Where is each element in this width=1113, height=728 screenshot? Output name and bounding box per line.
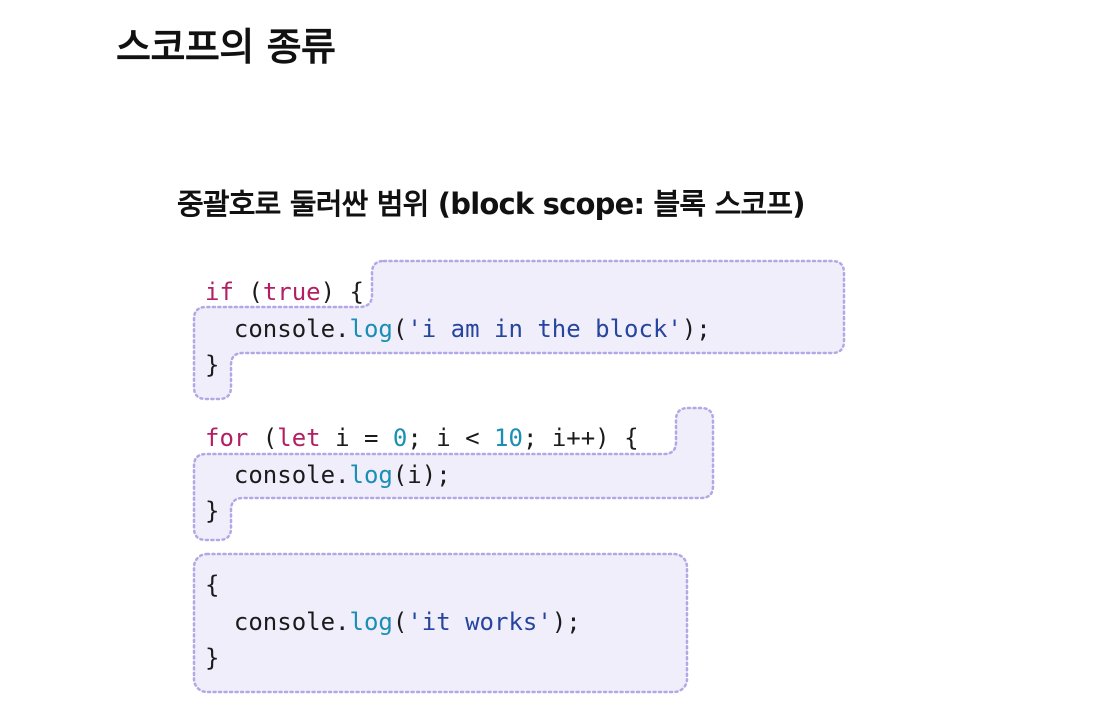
closing-brace: } [205,644,220,672]
loop-condition: ; i < [407,424,495,452]
for-loop-code: for (let i = 0; i < 10; i++) { console.l… [205,420,639,530]
log-method: log [349,607,393,636]
console-object: console. [233,314,350,343]
opening-brace: { [205,571,220,599]
closing-brace: } [205,497,220,525]
keyword-let: let [277,424,321,452]
section-heading: 중괄호로 둘러싼 범위 (block scope: 블록 스코프) [177,187,806,221]
console-object: console. [233,607,350,636]
number-literal: 0 [392,424,408,452]
loop-init: i = [320,424,393,452]
punctuation: ); [551,607,581,636]
log-method: log [349,314,393,343]
punctuation: ( [392,314,408,343]
indent [205,608,234,636]
keyword-for: for [205,424,249,452]
keyword-true: true [262,278,321,306]
punctuation: ( [233,278,263,306]
punctuation: ( [248,424,278,452]
string-literal: 'i am in the block' [407,314,682,343]
if-statement-code: if (true) { console.log('i am in the blo… [205,274,711,384]
call-arguments: (i); [392,460,451,489]
console-object: console. [233,460,350,489]
number-literal: 10 [494,424,523,452]
closing-brace: } [205,351,220,379]
if-block-scope-highlight [192,259,846,401]
string-literal: 'it works' [407,607,552,636]
plain-block-code: { console.log('it works'); } [205,567,581,677]
page-title: 스코프의 종류 [116,25,336,69]
punctuation: ( [392,607,408,636]
indent [205,461,234,489]
plain-block-scope-highlight [192,552,689,694]
indent [205,315,234,343]
for-block-scope-highlight [192,406,715,542]
loop-update: ; i++) { [522,424,639,452]
log-method: log [349,460,393,489]
punctuation: ) { [320,278,364,306]
keyword-if: if [205,278,234,306]
punctuation: ); [681,314,711,343]
